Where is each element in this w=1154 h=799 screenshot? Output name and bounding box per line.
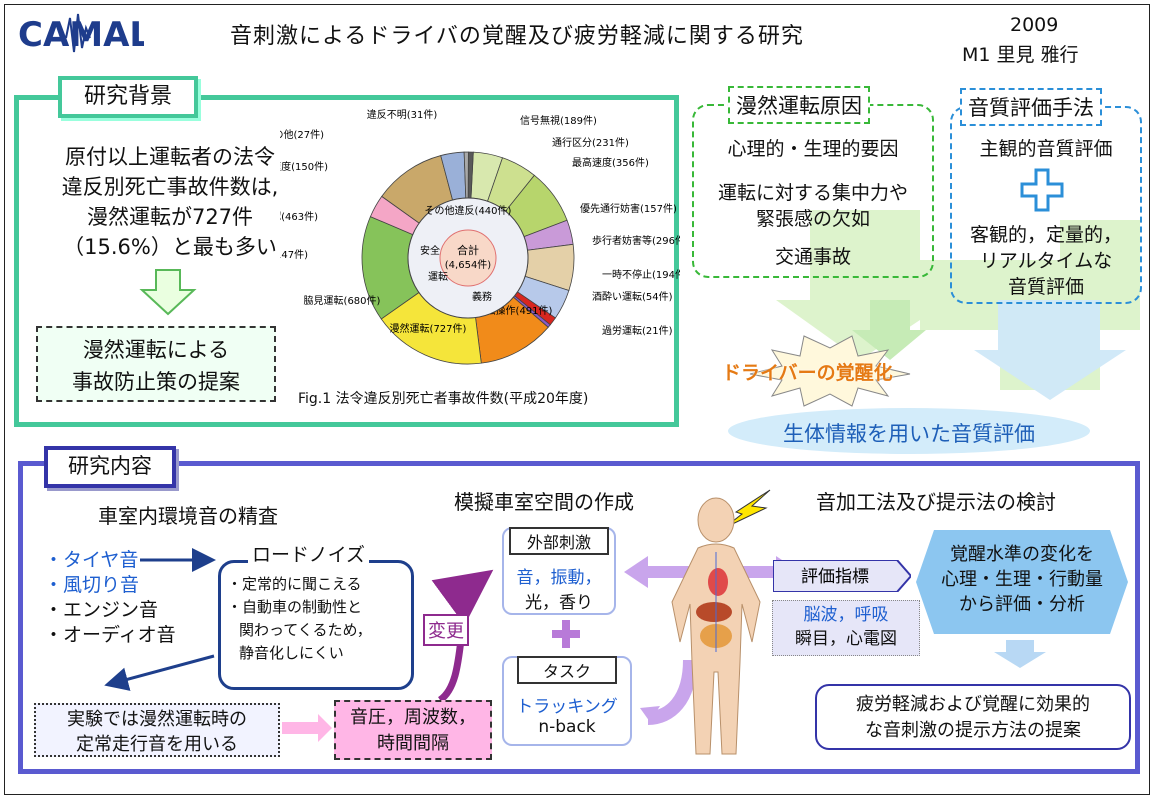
cause-line: 心理的・生理的要因: [727, 138, 899, 160]
external-stimuli-line: 音，振動，: [516, 568, 602, 588]
proc-heading: 音加工法及び提示法の検討: [816, 490, 1056, 514]
analysis-line: から評価・分析: [959, 594, 1085, 615]
sound-params-box: 音圧，周波数， 時間間隔: [334, 700, 492, 760]
down-arrow-icon: [139, 269, 197, 316]
sound-list: ・タイヤ音 ・風切り音 ・エンジン音 ・オーディオ音: [44, 548, 176, 648]
final-proposal-line: な音刺激の提示方法の提案: [865, 720, 1081, 741]
pie-slice-label: 安全不確認(463件): [280, 210, 318, 223]
road-noise-line: ・定常的に聞こえる: [227, 575, 362, 593]
figure-caption: Fig.1 法令違反別死亡者事故件数(平成20年度): [298, 391, 589, 407]
pie-slice-label: 脇見運転(680件): [304, 295, 381, 307]
experiment-line: 実験では漫然運転時の: [67, 709, 247, 730]
pie-center-label: 合計: [457, 243, 479, 257]
camal-logo: CAMAL: [18, 13, 144, 55]
method-label: 音質評価手法: [960, 88, 1102, 126]
final-proposal-box: 疲労軽減および覚醒に効果的 な音刺激の提示方法の提案: [815, 684, 1131, 750]
method-line: 客観的，定量的，: [969, 224, 1122, 246]
external-stimuli-line: 光，香り: [525, 593, 593, 613]
pie-slice-label: 信号無視(189件): [520, 114, 597, 127]
background-text-line: 漫然運転が727件: [86, 205, 254, 229]
pie-slice-label: 最高速度(356件): [572, 156, 649, 169]
sim-heading: 模擬車室空間の作成: [454, 490, 634, 514]
road-noise-title: ロードノイズ: [248, 540, 370, 567]
change-label: 変更: [423, 614, 469, 646]
list-item: ・風切り音: [44, 574, 140, 596]
background-text-line: （15.6%）と最も多い: [63, 235, 277, 259]
method-line: リアルタイムな: [979, 250, 1113, 272]
external-stimuli-title: 外部刺激: [509, 527, 609, 555]
pie-slice-label: 優先通行妨害(157件): [580, 202, 677, 215]
research-label: 研究内容: [44, 446, 176, 488]
pie-slice-label: 歩行者妨害等(296件): [592, 234, 680, 247]
pie-slice-label: その他(27件): [280, 128, 324, 141]
pie-slice-label: 過労運転(21件): [602, 324, 673, 337]
analysis-line: 覚醒水準の変化を: [950, 544, 1094, 565]
external-stimuli-box: 外部刺激 音，振動， 光，香り: [502, 527, 616, 615]
background-text-line: 原付以上運転者の法令: [65, 145, 275, 169]
experiment-line: 定常走行音を用いる: [76, 734, 238, 755]
pie-inner-label: 運転: [428, 271, 448, 283]
task-box: タスク トラッキング n-back: [502, 656, 632, 746]
research-section: [18, 461, 1140, 774]
cause-line: 緊張感の欠如: [755, 208, 870, 230]
analysis-line: 心理・生理・行動量: [941, 569, 1103, 590]
list-item: ・エンジン音: [44, 599, 159, 621]
proposal-box: 漫然運転による 事故防止策の提案: [36, 326, 276, 402]
proposal-line: 漫然運転による: [82, 338, 230, 362]
background-label: 研究背景: [58, 76, 198, 118]
evaluation-index-title: 評価指標: [801, 567, 869, 587]
human-body-icon: [671, 497, 761, 755]
pie-center-value: (4,654件): [445, 259, 492, 271]
list-item: ・オーディオ音: [44, 624, 176, 646]
pie-center: [439, 229, 497, 287]
evaluation-index-tag: 評価指標: [773, 560, 911, 592]
sound-params-line: 音圧，周波数，: [350, 707, 476, 728]
cause-line: 交通事故: [774, 246, 851, 268]
background-text-line: 違反別死亡事故件数は,: [61, 175, 279, 199]
road-noise-line: 静音化しにくい: [239, 644, 344, 662]
method-line: 主観的音質評価: [979, 138, 1113, 160]
plus-icon: [552, 620, 580, 648]
sound-params-line: 時間間隔: [377, 733, 449, 754]
task-title: タスク: [517, 656, 617, 684]
road-noise-line: ・自動車の制動性と: [227, 598, 363, 616]
method-line: 音質評価: [1007, 276, 1084, 298]
analysis-hexagon: [916, 530, 1128, 634]
evaluation-index-line: 瞬目，心電図: [795, 629, 897, 649]
pie-slice-label: 酒酔い運転(54件): [592, 290, 673, 303]
pie-slice-label: 安全速度(150件): [280, 160, 328, 173]
cause-label: 漫然運転原因: [728, 86, 870, 124]
evaluation-index-line: 脳波，呼吸: [803, 605, 889, 625]
pie-slice-label: 通行区分(231件): [552, 136, 629, 149]
author-text: M1 里見 雅行: [962, 44, 1079, 66]
bio-eval-text: 生体情報を用いた音質評価: [783, 422, 1035, 446]
list-item: ・タイヤ音: [44, 549, 139, 571]
experiment-box: 実験では漫然運転時の 定常走行音を用いる: [34, 703, 280, 757]
task-line: トラッキング: [516, 697, 618, 717]
analysis-text: 覚醒水準の変化を 心理・生理・行動量 から評価・分析: [916, 542, 1128, 617]
wake-label: ドライバーの覚醒化: [722, 362, 893, 384]
final-proposal-line: 疲労軽減および覚醒に効果的: [856, 694, 1090, 715]
pie-inner-label: 義務: [472, 290, 492, 303]
pie-slice-label: 動静不注視(147件): [280, 248, 308, 261]
road-noise-line: 関わってくるため，: [239, 621, 372, 639]
pie-slice-label: 一時不停止(194件): [602, 268, 680, 281]
proposal-line: 事故防止策の提案: [72, 370, 240, 394]
cause-line: 運転に対する集中力や: [717, 182, 908, 204]
env-heading: 車室内環境音の精査: [98, 504, 278, 528]
pie-other-label: その他違反(440件): [425, 204, 512, 217]
pie-inner-label: 安全: [420, 244, 440, 257]
page-frame: [4, 4, 1150, 795]
evaluation-index-values: 脳波，呼吸 瞬目，心電図: [772, 600, 920, 656]
year-text: 2009: [1010, 14, 1059, 36]
background-text: 原付以上運転者の法令 違反別死亡事故件数は, 漫然運転が727件 （15.6%）…: [30, 142, 310, 262]
bio-eval-ellipse: [728, 408, 1090, 454]
pie-slice-label: 違反不明(31件): [367, 108, 438, 121]
page-title: 音刺激によるドライバの覚醒及び疲労軽減に関する研究: [230, 24, 804, 49]
violation-pie-chart: 信号無視(189件) 通行区分(231件) 最高速度(356件) 優先通行妨害(157…: [280, 108, 680, 365]
pie-slice-label: 漫然運転(727件): [390, 322, 467, 335]
plus-icon: [1020, 168, 1064, 212]
road-noise-box: ・定常的に聞こえる ・自動車の制動性と 関わってくるため， 静音化しにくい: [218, 560, 414, 690]
task-line: n-back: [538, 717, 596, 737]
